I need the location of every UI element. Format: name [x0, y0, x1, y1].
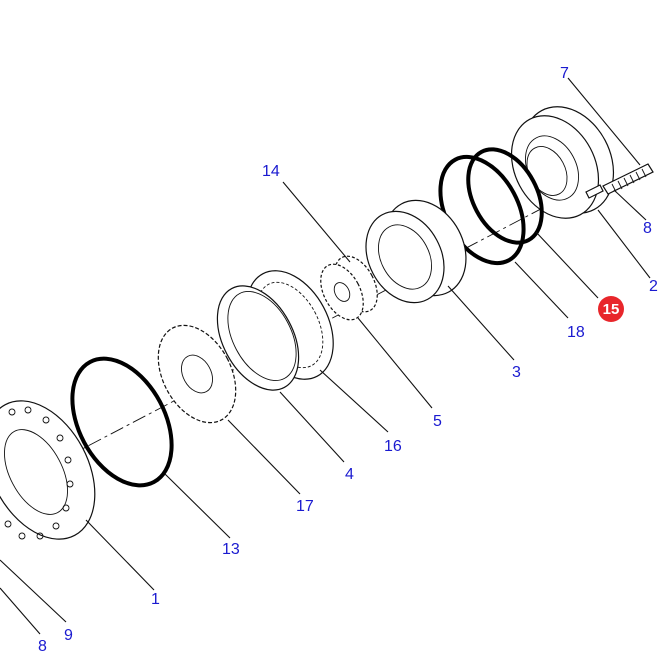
- part-3-bearing: [365, 199, 467, 304]
- callout-16: 16: [384, 438, 402, 455]
- part-1-flange: [0, 400, 96, 540]
- callout-13: 13: [222, 541, 240, 558]
- part-13-o-ring: [70, 356, 174, 488]
- part-2-housing: [510, 106, 615, 219]
- callout-17: 17: [296, 498, 314, 515]
- part-17-large-gear: [157, 324, 237, 424]
- callout-7: 7: [560, 65, 569, 82]
- callout-14: 14: [262, 163, 280, 180]
- part-4-ring: [216, 285, 300, 391]
- part-5-small-gears: [320, 255, 378, 321]
- callout-1: 1: [151, 591, 160, 608]
- callout-15: 15: [603, 301, 620, 318]
- callout-15-badge[interactable]: 15: [598, 296, 624, 322]
- callout-18: 18: [567, 324, 585, 341]
- highlight-marker: [598, 296, 624, 322]
- callout-9: 9: [64, 627, 73, 644]
- callout-8-bottom: 8: [38, 638, 47, 652]
- leader-lines: [0, 77, 651, 635]
- callout-3: 3: [512, 364, 521, 381]
- callout-2: 2: [649, 278, 658, 295]
- callout-8-top: 8: [643, 220, 652, 237]
- callout-5: 5: [433, 413, 442, 430]
- callout-4: 4: [345, 466, 354, 483]
- part-7-spring: [585, 163, 654, 199]
